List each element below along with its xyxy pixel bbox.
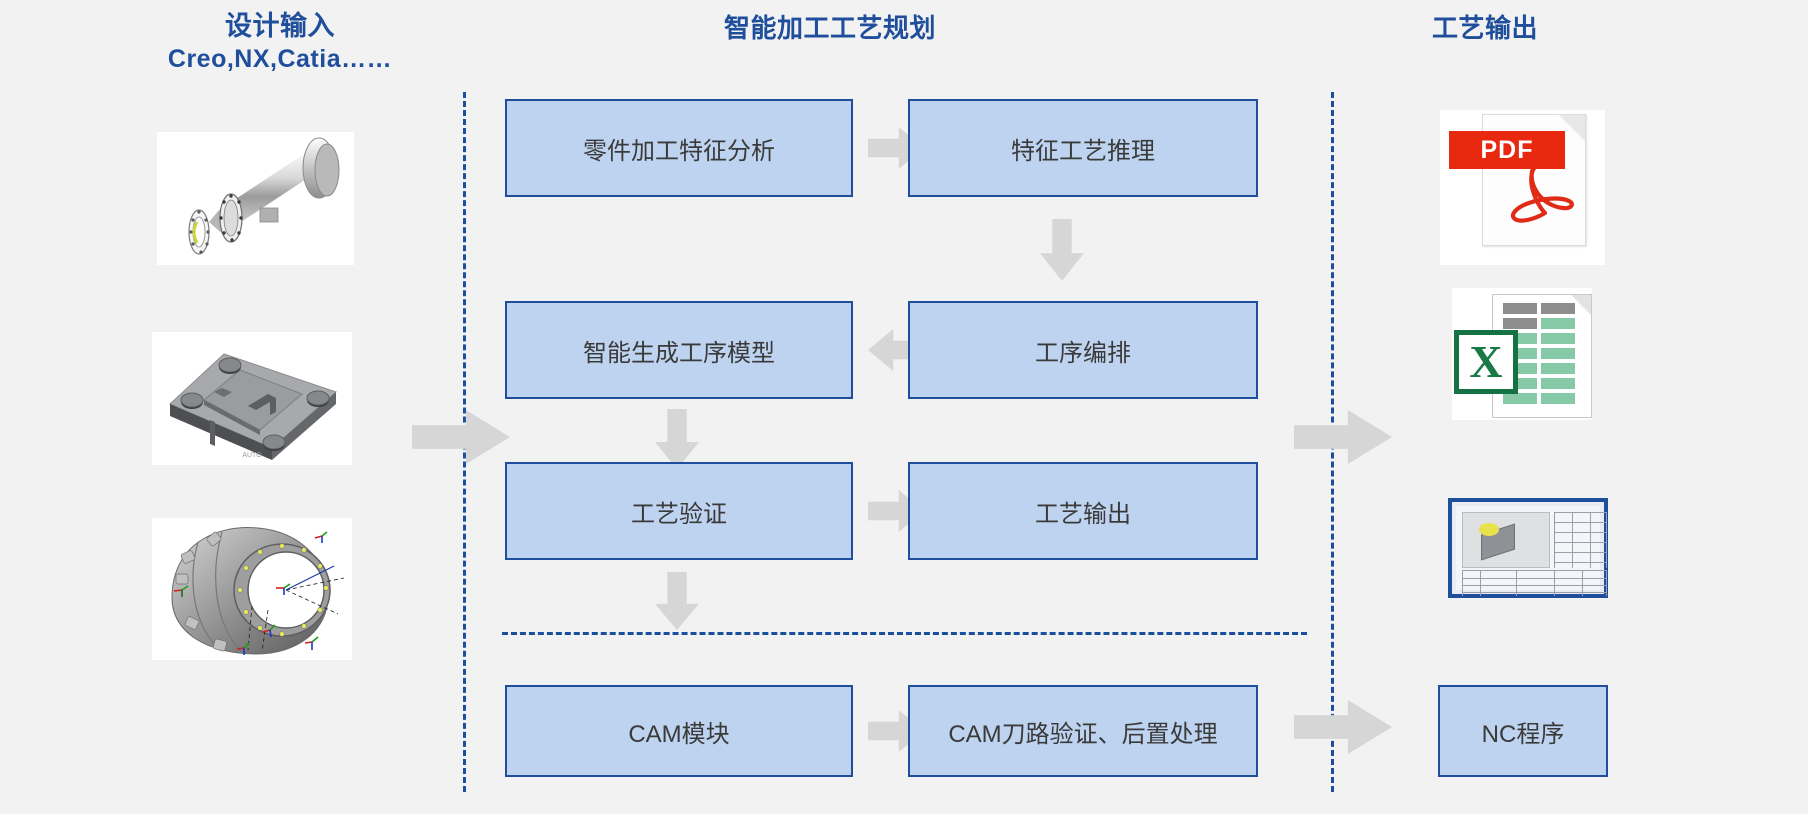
divider-middle-dashed	[502, 632, 1307, 635]
pdf-label: PDF	[1449, 131, 1565, 169]
center-column-title: 智能加工工艺规划	[723, 13, 936, 43]
step-process-validation[interactable]: 工艺验证	[505, 462, 853, 560]
right-column-title: 工艺输出	[1431, 13, 1538, 43]
acrobat-swoosh-icon	[1510, 164, 1574, 223]
output-nc-program[interactable]: NC程序	[1438, 685, 1608, 777]
thumbnail-engine-casing	[152, 518, 352, 660]
step-cam-module[interactable]: CAM模块	[505, 685, 853, 777]
arrow-step5-to-cam	[655, 572, 699, 630]
svg-text:AUTO: AUTO	[242, 452, 262, 459]
arrow-cam-to-nc	[1294, 700, 1392, 754]
step-process-output[interactable]: 工艺输出	[908, 462, 1258, 560]
flanged-tube-cad-model	[157, 132, 354, 265]
arrow-planning-to-output	[1294, 410, 1392, 464]
process-sheet-part-highlight	[1479, 523, 1499, 536]
step-feature-analysis[interactable]: 零件加工特征分析	[505, 99, 853, 197]
left-title-line1: 设计输入	[225, 11, 335, 41]
output-excel-document[interactable]: X	[1452, 288, 1592, 420]
step-feature-reasoning[interactable]: 特征工艺推理	[908, 99, 1258, 197]
arrow-step2-to-step4	[1040, 219, 1084, 281]
process-sheet-preview-image	[1462, 512, 1550, 568]
arrow-input-to-planning	[412, 410, 510, 464]
step-process-model-generation[interactable]: 智能生成工序模型	[505, 301, 853, 399]
thumbnail-flanged-tube	[157, 132, 354, 265]
engine-casing-cad-model	[152, 518, 352, 660]
step-cam-verify-post[interactable]: CAM刀路验证、后置处理	[908, 685, 1258, 777]
thumbnail-mold-plate: AUTO	[152, 332, 352, 465]
pdf-file-icon: PDF	[1449, 114, 1586, 246]
process-sheet-page	[1456, 506, 1607, 596]
step-process-sequencing[interactable]: 工序编排	[908, 301, 1258, 399]
output-pdf-document[interactable]: PDF	[1440, 110, 1605, 265]
excel-cell-grid	[1503, 303, 1575, 404]
excel-page-fold	[1571, 295, 1591, 315]
mold-plate-cad-model: AUTO	[152, 332, 352, 465]
output-process-sheet[interactable]	[1448, 498, 1608, 598]
left-title-line2: Creo,NX,Catia……	[167, 44, 393, 73]
left-column-title: 设计输入 Creo,NX,Catia……	[120, 10, 440, 75]
arrow-step3-to-step5	[655, 409, 699, 469]
excel-x-badge: X	[1454, 330, 1518, 394]
process-sheet-thumbnail	[1448, 498, 1608, 598]
